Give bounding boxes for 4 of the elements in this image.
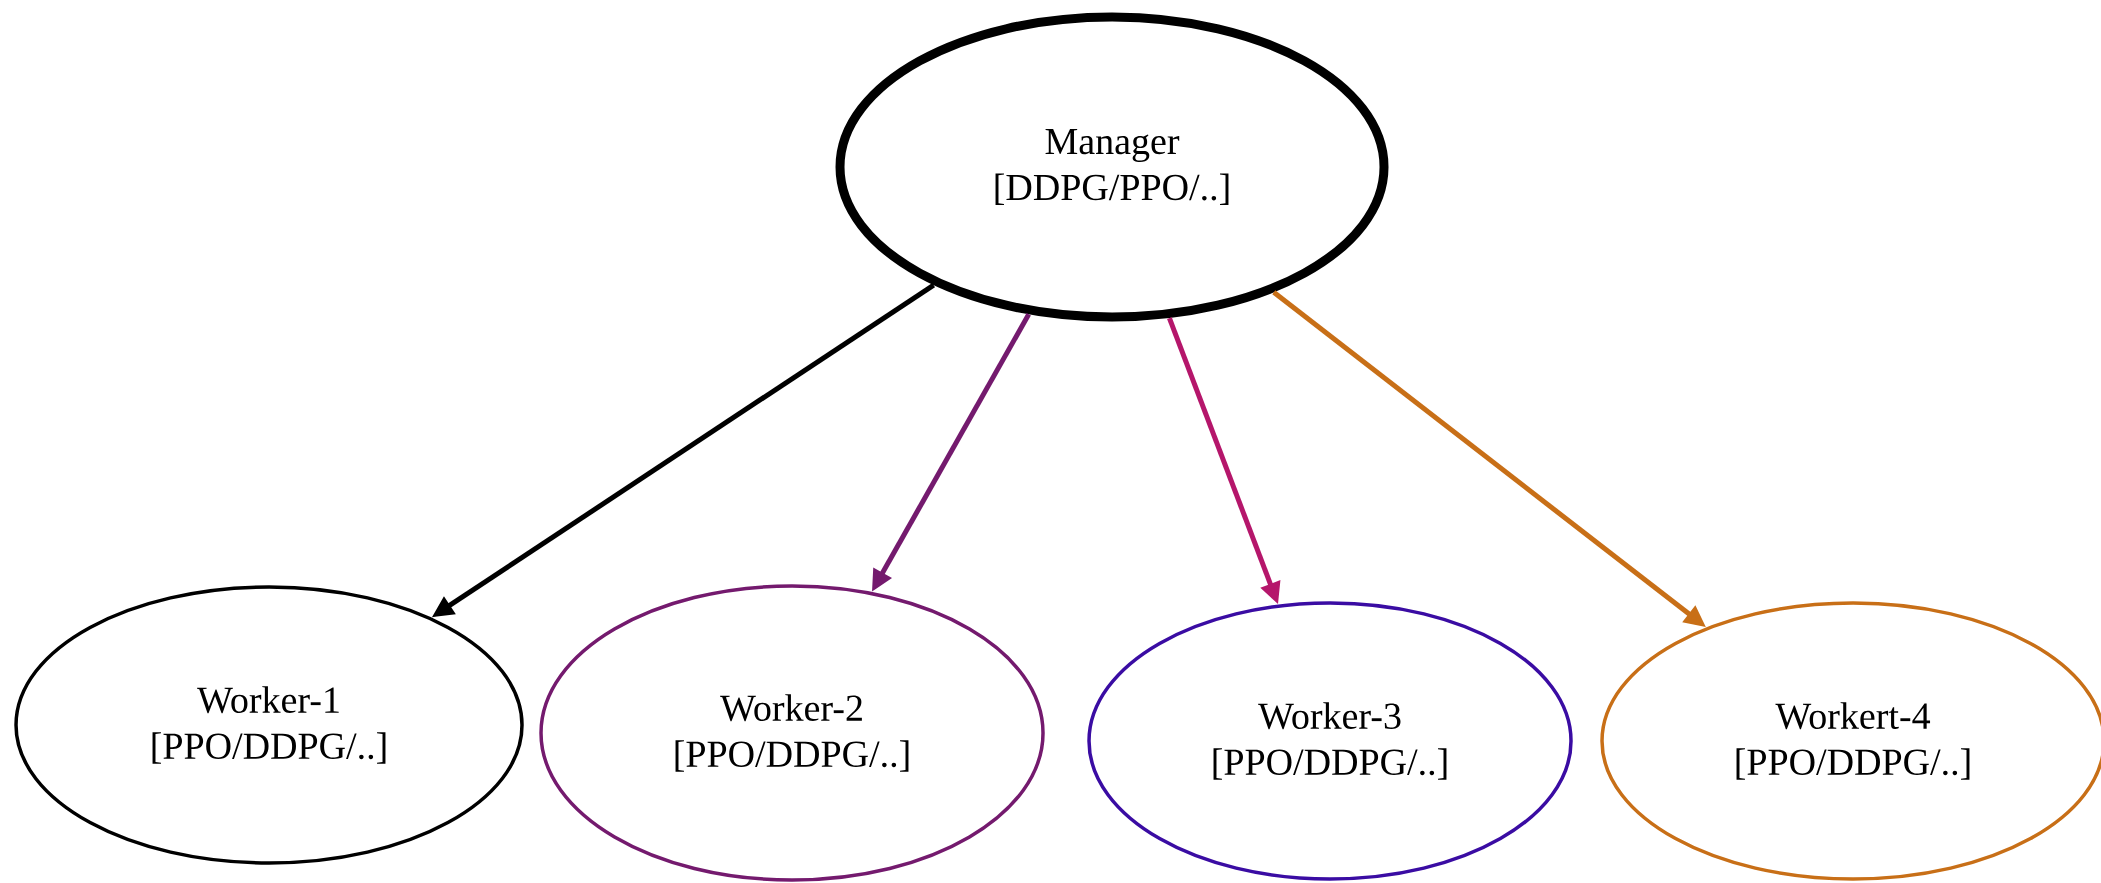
ellipse-node: Worker-2 [PPO/DDPG/..] (539, 584, 1045, 882)
ellipse-node: Manager [DDPG/PPO/..] (835, 12, 1389, 322)
ellipse-node: Worker-1 [PPO/DDPG/..] (14, 585, 524, 865)
ellipse-node: Worker-3 [PPO/DDPG/..] (1087, 601, 1573, 881)
